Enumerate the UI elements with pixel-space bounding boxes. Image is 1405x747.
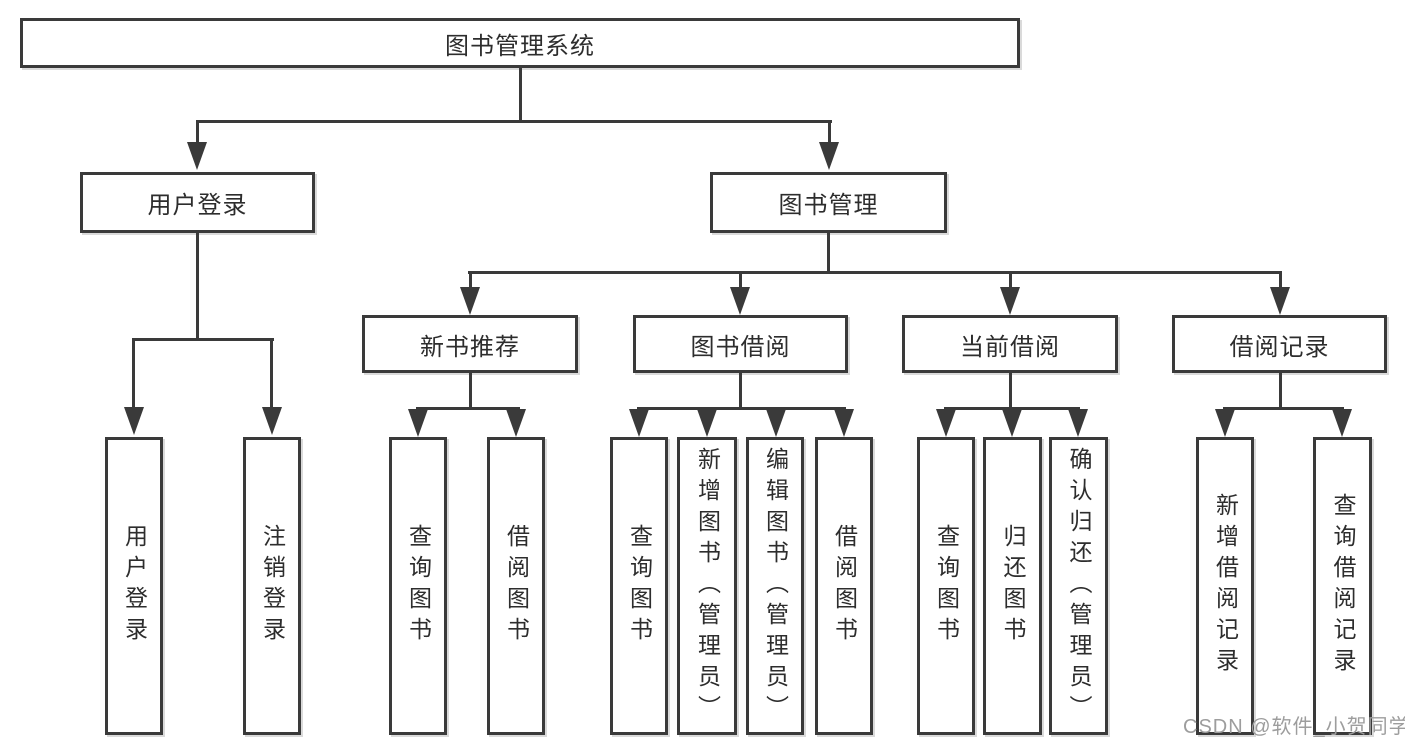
connector-line xyxy=(196,233,199,338)
arrow-down-icon xyxy=(936,409,956,437)
node-leaf-confirm-return-admin: 确认归还（管理员） xyxy=(1049,437,1108,735)
node-leaf-return-books: 归还图书 xyxy=(983,437,1042,735)
node-book-borrowing: 图书借阅 xyxy=(633,315,848,373)
node-leaf-borrow-books-2: 借阅图书 xyxy=(815,437,873,735)
node-leaf-query-books-1: 查询图书 xyxy=(389,437,447,735)
connector-line xyxy=(1279,271,1282,289)
node-leaf-query-books-3: 查询图书 xyxy=(917,437,975,735)
arrow-down-icon xyxy=(766,409,786,437)
connector-line xyxy=(739,373,742,407)
arrow-down-icon xyxy=(819,142,839,170)
connector-line xyxy=(469,271,472,289)
connector-line xyxy=(739,271,742,289)
connector-line xyxy=(132,338,135,408)
node-leaf-logout: 注销登录 xyxy=(243,437,301,735)
arrow-down-icon xyxy=(1332,409,1352,437)
arrow-down-icon xyxy=(506,409,526,437)
arrow-down-icon xyxy=(1068,409,1088,437)
node-borrowing-records: 借阅记录 xyxy=(1172,315,1387,373)
connector-line xyxy=(519,68,522,120)
arrow-down-icon xyxy=(697,409,717,437)
node-new-book-recommendation: 新书推荐 xyxy=(362,315,578,373)
connector-line xyxy=(637,407,846,410)
node-leaf-query-borrow-record: 查询借阅记录 xyxy=(1313,437,1372,735)
node-leaf-query-books-2: 查询图书 xyxy=(610,437,668,735)
connector-line xyxy=(469,373,472,407)
node-leaf-add-books-admin: 新增图书（管理员） xyxy=(677,437,737,735)
node-user-login: 用户登录 xyxy=(80,172,315,233)
arrow-down-icon xyxy=(187,142,207,170)
connector-line xyxy=(827,233,830,271)
connector-line xyxy=(1223,407,1344,410)
connector-line xyxy=(196,120,832,123)
node-leaf-edit-books-admin: 编辑图书（管理员） xyxy=(746,437,804,735)
arrow-down-icon xyxy=(1002,409,1022,437)
arrow-down-icon xyxy=(834,409,854,437)
arrow-down-icon xyxy=(408,409,428,437)
node-leaf-borrow-books-1: 借阅图书 xyxy=(487,437,545,735)
csdn-watermark: CSDN @软件_小贺同学 xyxy=(1183,716,1405,738)
arrow-down-icon xyxy=(124,407,144,435)
arrow-down-icon xyxy=(1270,287,1290,315)
connector-line xyxy=(132,338,274,341)
connector-line xyxy=(1009,271,1012,289)
arrow-down-icon xyxy=(262,407,282,435)
connector-line xyxy=(196,120,199,144)
node-book-management: 图书管理 xyxy=(710,172,947,233)
arrow-down-icon xyxy=(460,287,480,315)
arrow-down-icon xyxy=(1215,409,1235,437)
arrow-down-icon xyxy=(629,409,649,437)
connector-line xyxy=(1279,373,1282,407)
arrow-down-icon xyxy=(730,287,750,315)
connector-line xyxy=(270,338,273,408)
node-current-borrowing: 当前借阅 xyxy=(902,315,1118,373)
arrow-down-icon xyxy=(1000,287,1020,315)
connector-line xyxy=(828,120,831,144)
node-leaf-user-login: 用户登录 xyxy=(105,437,163,735)
connector-line xyxy=(416,407,520,410)
connector-line xyxy=(468,271,1282,274)
node-library-management-system: 图书管理系统 xyxy=(20,18,1020,68)
node-leaf-add-borrow-record: 新增借阅记录 xyxy=(1196,437,1254,735)
connector-line xyxy=(1009,373,1012,407)
